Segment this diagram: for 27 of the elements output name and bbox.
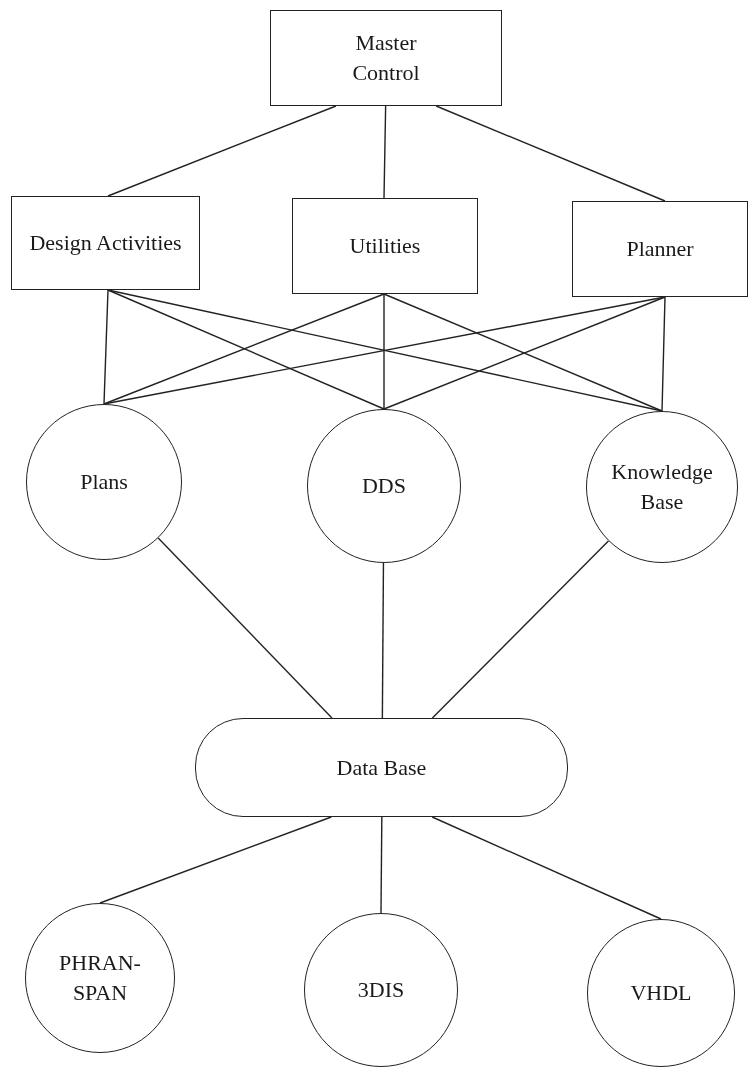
node-label: Master Control [351,29,421,87]
process-box [270,10,502,106]
node-label: VHDL [629,979,693,1008]
node-label: 3DIS [356,976,406,1005]
connector-line [380,816,383,914]
node-label: Data Base [335,753,428,782]
connector-line [99,816,332,904]
connector-line [661,296,666,412]
connector-line [383,293,385,410]
node-label: Knowledge Base [610,458,714,516]
node-label: DDS [361,472,407,501]
connector-line [103,289,109,405]
node-label: Planner [625,235,695,264]
connector-line [431,540,610,719]
process-box [292,198,478,294]
connector-line [383,105,387,199]
connector-line [157,537,333,719]
node-label: PHRAN- SPAN [58,949,142,1007]
node-label: Plans [79,468,129,497]
node-label: Design Activities [28,229,183,258]
process-box [11,196,200,290]
connector-line [107,105,337,197]
connector-line [435,105,666,202]
connector-line [381,562,385,719]
connector-line [431,816,662,920]
process-box [572,201,748,297]
node-label: Utilities [348,232,422,261]
